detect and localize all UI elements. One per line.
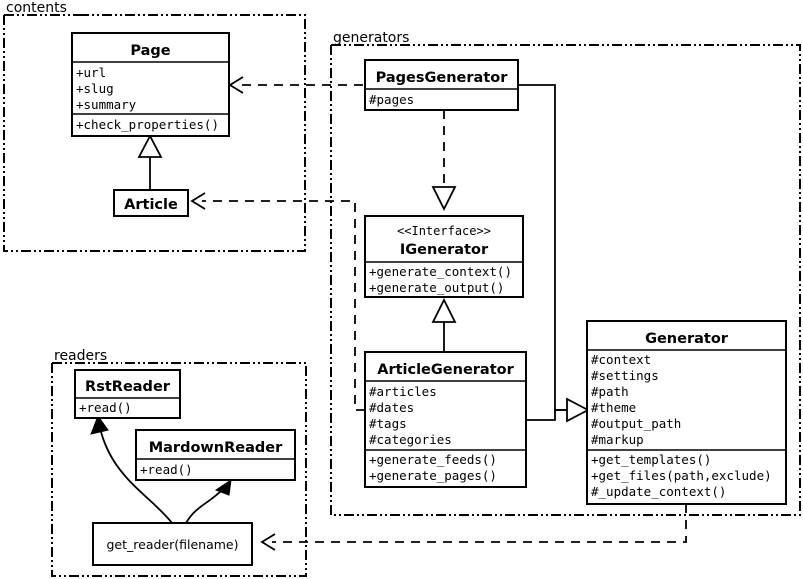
class-article[interactable]: Article: [113, 189, 189, 217]
hollow-triangle-icon: [566, 397, 590, 423]
class-page-attribute: +summary: [76, 97, 137, 112]
generalization-articlegenerator-to-generator: [526, 397, 590, 423]
class-mardownreader-box: [135, 429, 296, 481]
open-arrowhead-icon: [228, 76, 244, 94]
class-generator-method: +get_templates(): [591, 452, 711, 467]
class-page-attribute: +url: [76, 65, 106, 80]
generalization-article-to-page: [137, 134, 163, 190]
class-articlegenerator-box: [364, 351, 527, 488]
hollow-triangle-icon: [431, 297, 457, 323]
dependency-articlegenerator-to-article: [190, 192, 365, 411]
function-get-reader[interactable]: get_reader(filename): [92, 522, 253, 566]
class-generator[interactable]: Generator #context #settings #path #them…: [586, 320, 787, 505]
class-articlegenerator-attribute: #dates: [369, 400, 414, 415]
class-articlegenerator[interactable]: ArticleGenerator #articles #dates #tags …: [364, 351, 527, 488]
class-articlegenerator-name: ArticleGenerator: [377, 362, 514, 378]
call-get-reader-to-mardownreader: [185, 478, 232, 524]
class-page-box: [71, 32, 230, 137]
package-contents: contents: [3, 0, 306, 252]
class-rstreader-box: [74, 369, 181, 419]
solid-arrowhead-icon: [214, 478, 232, 496]
class-rstreader-method: +read(): [79, 400, 132, 415]
class-pagesgenerator-attribute: #pages: [369, 92, 414, 107]
class-igenerator-method: +generate_context(): [369, 264, 512, 279]
function-get-reader-label: get_reader(filename): [107, 537, 239, 552]
call-curve: [99, 427, 173, 524]
class-articlegenerator-attribute: #categories: [369, 432, 452, 447]
function-get-reader-box: [92, 522, 253, 566]
solid-arrowhead-icon: [90, 414, 109, 435]
class-generator-attribute: #markup: [591, 432, 644, 447]
package-readers-label: readers: [54, 348, 107, 364]
open-arrowhead-icon: [190, 192, 206, 210]
call-get-reader-to-rstreader: [90, 414, 173, 524]
class-mardownreader-name: MardownReader: [149, 440, 283, 456]
class-page-attribute: +slug: [76, 81, 114, 96]
dependency-generator-to-get-reader: [260, 504, 687, 551]
class-igenerator-box: [364, 215, 524, 298]
package-generators-label: generators: [333, 30, 409, 46]
class-igenerator-method: +generate_output(): [369, 280, 504, 295]
class-pagesgenerator-box: [364, 59, 519, 111]
package-generators: generators: [330, 30, 801, 516]
class-article-name: Article: [124, 197, 178, 213]
class-generator-attribute: #settings: [591, 368, 659, 383]
class-generator-name: Generator: [645, 331, 729, 347]
dependency-line: [272, 504, 687, 543]
hollow-triangle-icon: [431, 186, 457, 212]
class-igenerator-stereotype: <<Interface>>: [397, 224, 491, 238]
class-generator-attribute: #context: [591, 352, 651, 367]
class-mardownreader[interactable]: MardownReader +read(): [135, 429, 296, 481]
open-arrowhead-icon: [260, 533, 276, 551]
class-articlegenerator-method: +generate_pages(): [369, 468, 497, 483]
generalization-articlegenerator-to-igenerator: [431, 297, 457, 352]
dependency-pagesgenerator-to-page: [228, 76, 363, 94]
class-generator-attribute: #path: [591, 384, 629, 399]
class-article-box: [113, 189, 189, 217]
class-generator-method: #_update_context(): [591, 484, 726, 499]
class-generator-attribute: #output_path: [591, 416, 681, 431]
class-articlegenerator-attribute: #tags: [369, 416, 407, 431]
class-generator-box: [586, 320, 787, 505]
class-mardownreader-method: +read(): [140, 462, 193, 477]
class-igenerator[interactable]: <<Interface>> IGenerator +generate_conte…: [364, 215, 524, 298]
class-rstreader[interactable]: RstReader +read(): [74, 369, 181, 419]
class-pagesgenerator-name: PagesGenerator: [376, 70, 509, 86]
class-generator-attribute: #theme: [591, 400, 636, 415]
hollow-triangle-icon: [137, 134, 163, 158]
package-contents-label: contents: [6, 0, 67, 16]
class-generator-method: +get_files(path,exclude): [591, 468, 772, 483]
class-rstreader-name: RstReader: [85, 379, 171, 395]
class-articlegenerator-attribute: #articles: [369, 384, 437, 399]
call-curve: [185, 489, 223, 524]
dependency-line: [202, 200, 365, 411]
package-contents-border: [3, 14, 306, 252]
class-page-name: Page: [130, 43, 170, 59]
package-readers: readers: [51, 348, 307, 577]
class-page-method: +check_properties(): [76, 117, 219, 132]
class-articlegenerator-method: +generate_feeds(): [369, 452, 497, 467]
class-igenerator-name: IGenerator: [400, 242, 489, 258]
realization-pagesgenerator-to-igenerator: [431, 110, 457, 212]
class-pagesgenerator[interactable]: PagesGenerator #pages: [364, 59, 519, 111]
package-readers-border: [51, 362, 307, 577]
package-generators-border: [330, 44, 801, 516]
class-page[interactable]: Page +url +slug +summary +check_properti…: [71, 32, 230, 137]
generalization-line: [526, 409, 570, 421]
